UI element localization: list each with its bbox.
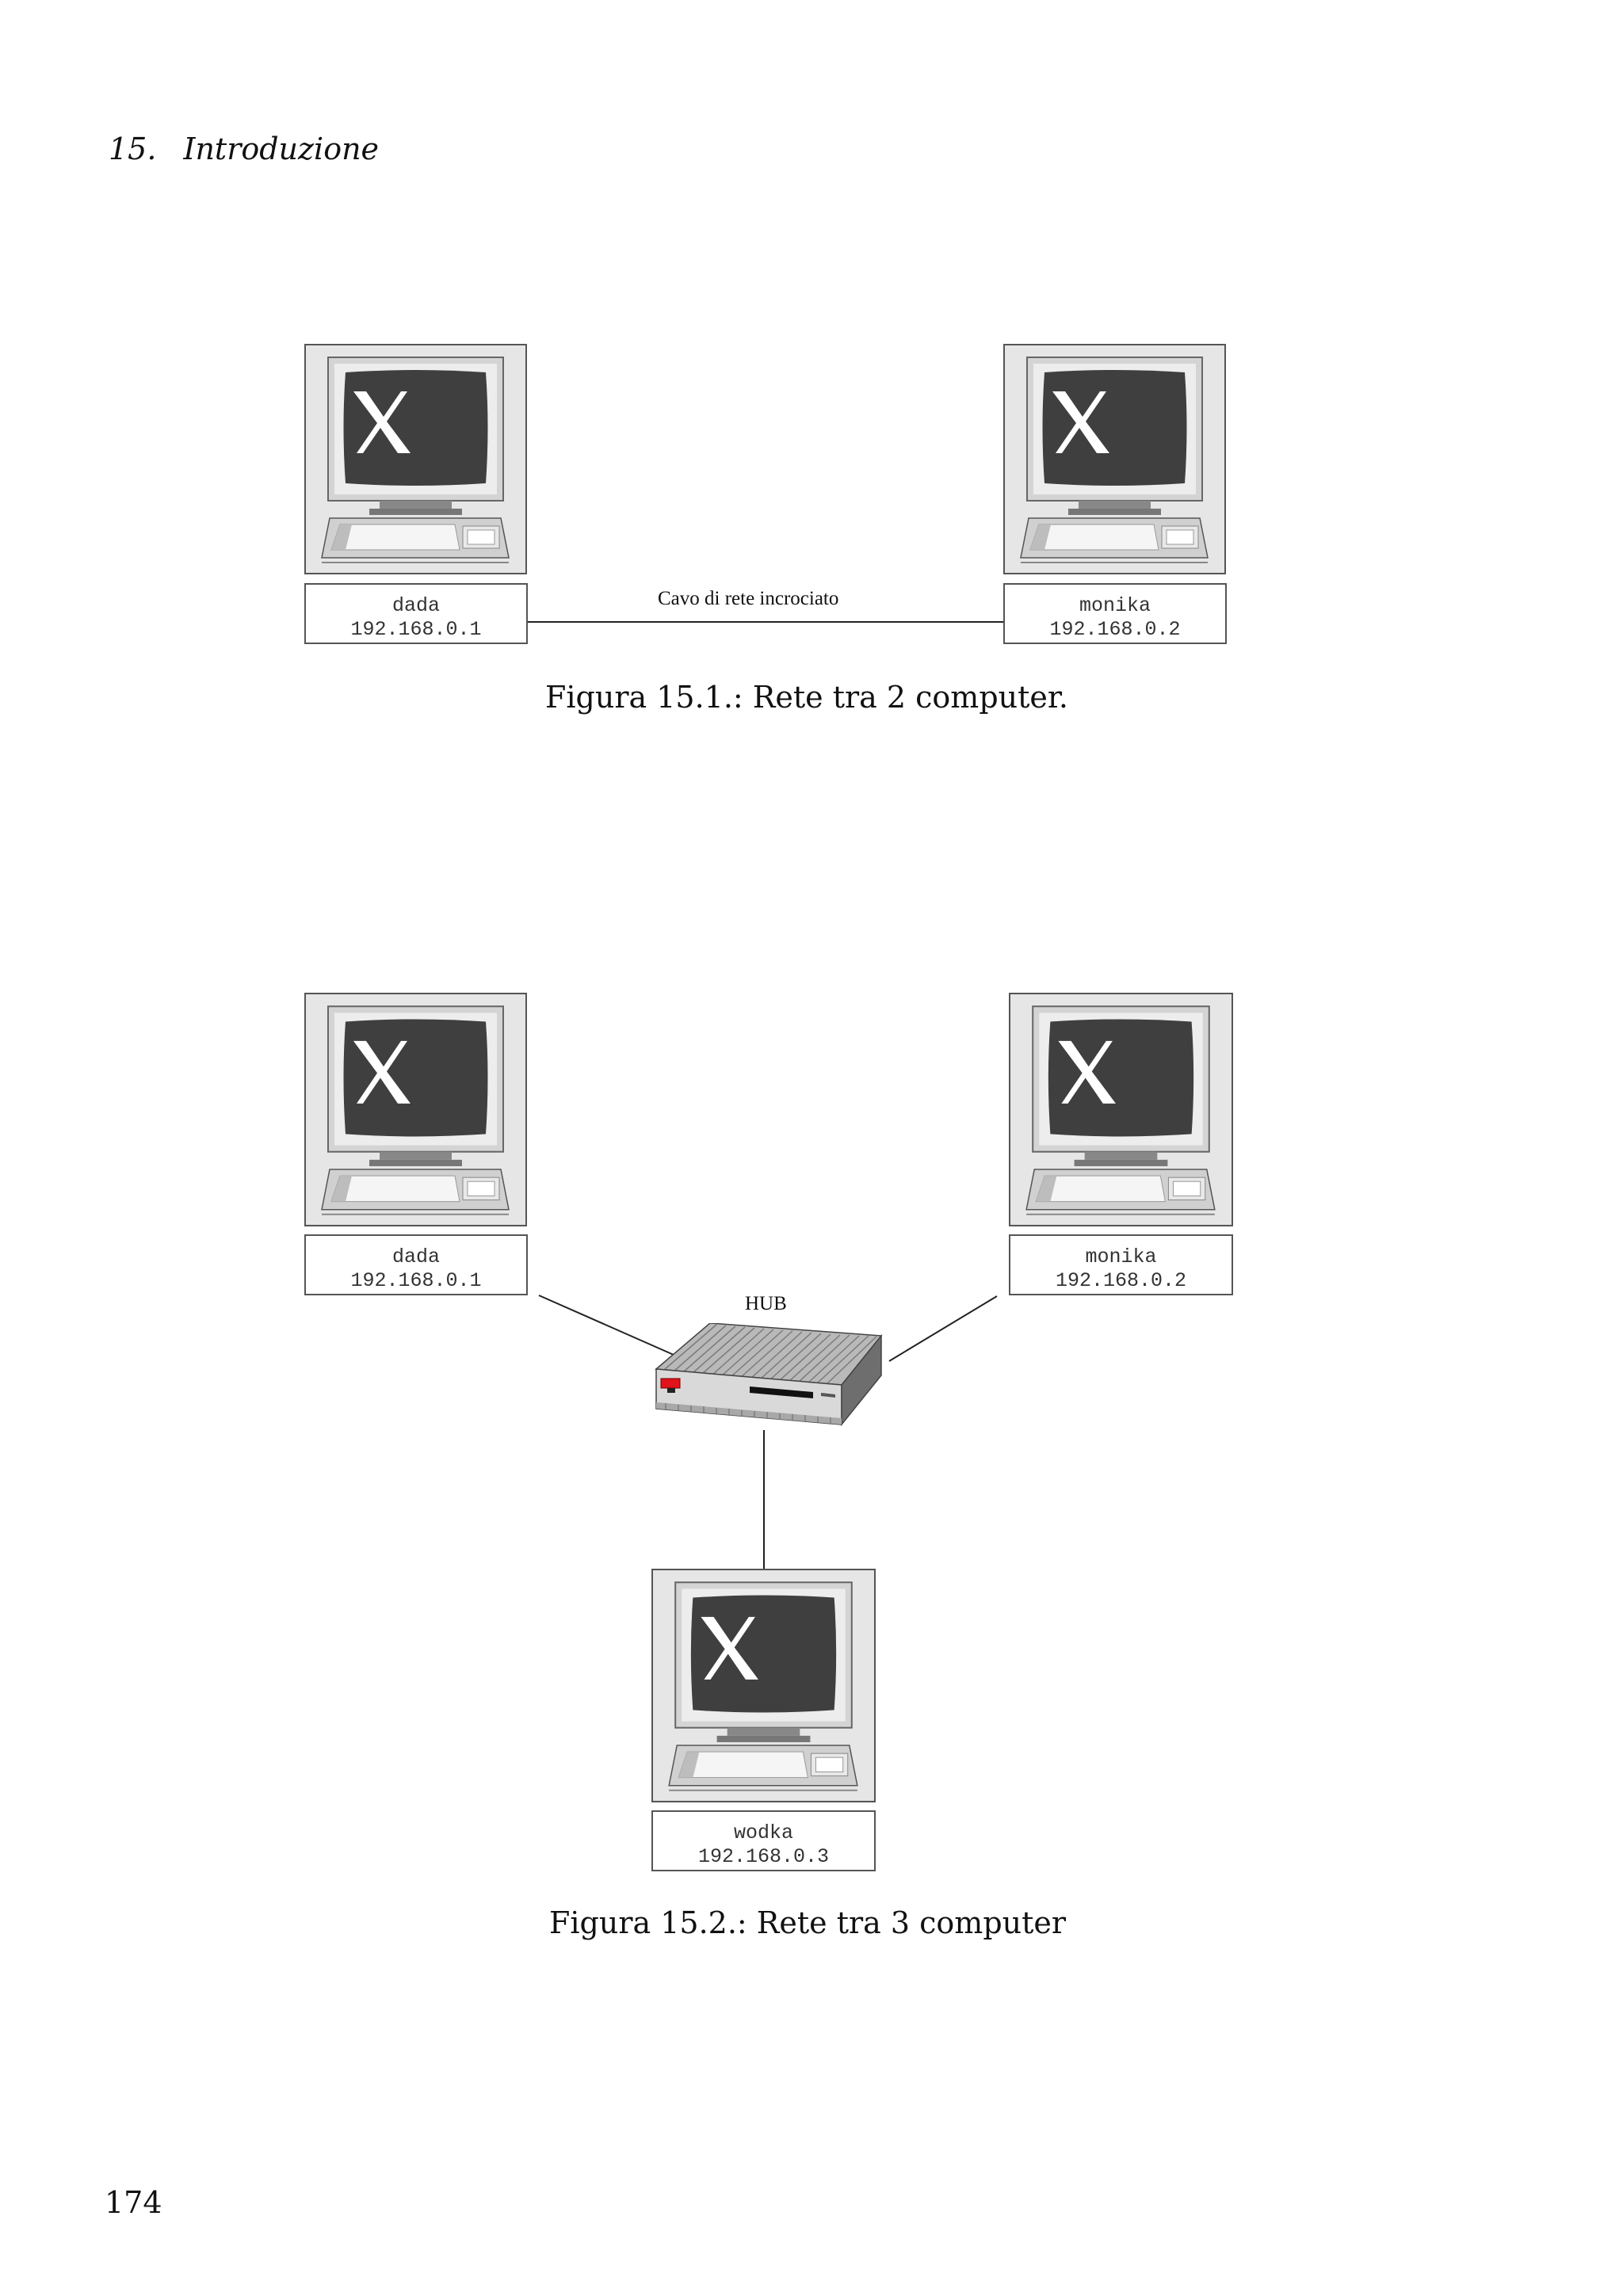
host-label-monika-fig1: monika 192.168.0.2 [1003,583,1227,644]
x-workstation-icon [1009,993,1233,1226]
x-workstation-icon [304,344,527,574]
hostname: wodka [653,1821,874,1845]
computer-monika-fig2 [1009,993,1232,1223]
host-label-monika-fig2: monika 192.168.0.2 [1009,1234,1233,1295]
hub-device [655,1323,884,1437]
computer-wodka-fig2 [651,1569,874,1799]
x-workstation-icon [651,1569,876,1802]
ip-address: 192.168.0.3 [653,1845,874,1869]
page-number: 174 [105,2185,162,2220]
ip-address: 192.168.0.2 [1010,1269,1232,1293]
host-label-dada-fig1: dada 192.168.0.1 [304,583,528,644]
cable-monika-hub [889,1296,997,1361]
hostname: dada [306,1245,526,1269]
x-workstation-icon [304,993,527,1226]
computer-monika-fig1 [1003,344,1226,574]
ip-address: 192.168.0.2 [1005,618,1225,642]
computer-dada-fig2 [304,993,527,1223]
hub-label: HUB [745,1293,787,1315]
host-label-wodka-fig2: wodka 192.168.0.3 [651,1810,876,1871]
cable-label: Cavo di rete incrociato [658,588,838,610]
figure-caption-1: Figura 15.1.: Rete tra 2 computer. [545,680,1068,715]
network-hub-icon [655,1323,884,1434]
hostname: monika [1010,1245,1232,1269]
cable-dada-hub [539,1295,674,1355]
ip-address: 192.168.0.1 [306,1269,526,1293]
computer-dada-fig1 [304,344,527,574]
figure-caption-2: Figura 15.2.: Rete tra 3 computer [549,1905,1066,1940]
host-label-dada-fig2: dada 192.168.0.1 [304,1234,528,1295]
hostname: monika [1005,594,1225,618]
hostname: dada [306,594,526,618]
x-workstation-icon [1003,344,1226,574]
ip-address: 192.168.0.1 [306,618,526,642]
